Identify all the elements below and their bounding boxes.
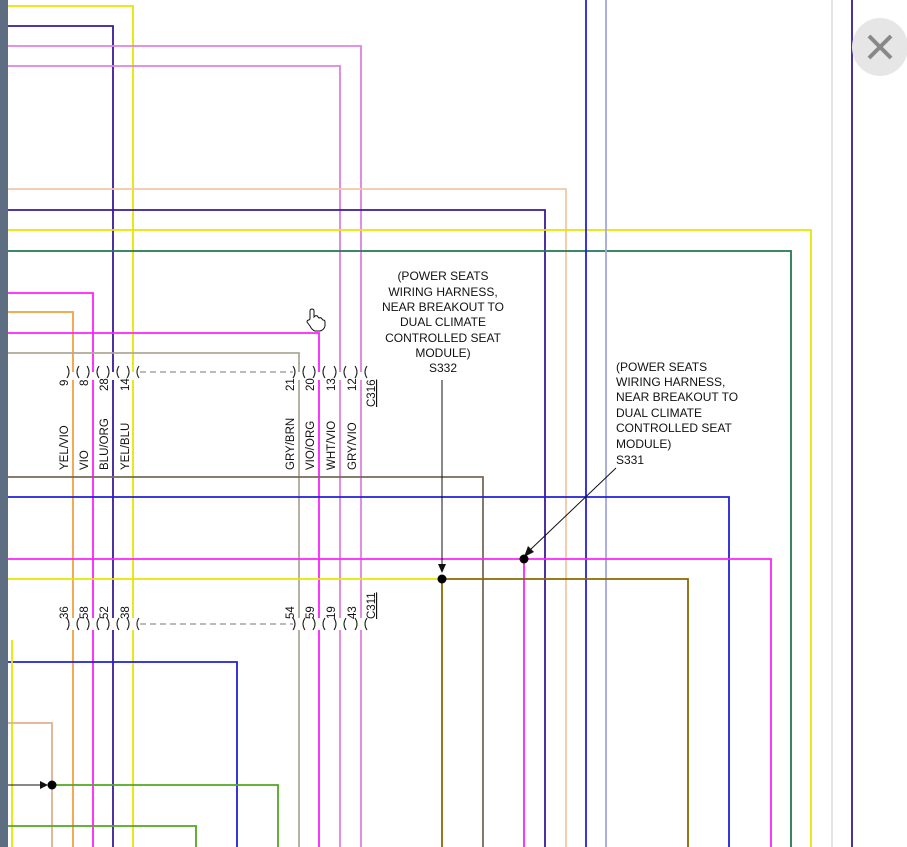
splice-lower-left[interactable] xyxy=(8,780,57,790)
wire-magenta-s331 xyxy=(8,558,772,847)
splice-note-s331-line3: NEAR BREAKOUT TO xyxy=(616,390,738,404)
splice-note-s332-line5: CONTROLLED SEAT xyxy=(385,331,501,345)
c311-cavity-5 xyxy=(312,617,326,631)
splice-note-s332-line6: MODULE) xyxy=(415,346,470,360)
wire-green-loop xyxy=(8,250,792,847)
pin-label-12: 12 xyxy=(347,378,359,391)
c316-cavity-4 xyxy=(292,365,306,379)
pin-label-13: 13 xyxy=(326,378,338,391)
pin-label-36: 36 xyxy=(59,606,71,619)
splice-note-s331-line4: DUAL CLIMATE xyxy=(616,406,702,420)
splice-note-s332-line3: NEAR BREAKOUT TO xyxy=(382,300,504,314)
wire-label-whtvio: WHT/VIO xyxy=(326,421,338,470)
splice-note-s332-line1: (POWER SEATS xyxy=(397,269,488,283)
splice-note-s332-line4: DUAL CLIMATE xyxy=(400,315,486,329)
pin-label-8: 8 xyxy=(79,380,91,386)
c316-cavity-1 xyxy=(86,365,100,379)
wire-graybrown xyxy=(8,352,300,372)
c311-cavity-2 xyxy=(106,617,120,631)
c311-cavity-3 xyxy=(126,617,140,631)
wire-yellow-loop xyxy=(8,229,812,847)
c316-cavity-3 xyxy=(126,365,140,379)
c316-cavity-5 xyxy=(312,365,326,379)
window-edge xyxy=(0,0,8,847)
pin-label-21: 21 xyxy=(285,378,297,391)
wire-blue-bottom xyxy=(8,661,238,847)
splice-arrow-s331 xyxy=(529,467,617,551)
wire-label-yelblu: YEL/BLU xyxy=(120,423,132,470)
splice-note-s332-line7: S332 xyxy=(429,361,457,375)
pin-label-9: 9 xyxy=(59,380,71,386)
pin-label-28: 28 xyxy=(99,378,111,391)
c311-cavity-1 xyxy=(86,617,100,631)
close-icon xyxy=(867,34,893,60)
splice-dot-s332 xyxy=(437,574,447,584)
connector-name-c316: C316 xyxy=(366,380,378,408)
wire-green-bottom xyxy=(52,784,279,847)
pin-label-59: 59 xyxy=(305,606,317,619)
pin-label-38: 38 xyxy=(120,606,132,619)
wire-pink-outer xyxy=(8,45,362,372)
pin-label-58: 58 xyxy=(79,606,91,619)
c311-cavity-0 xyxy=(66,617,80,631)
hand-cursor-icon xyxy=(306,308,326,332)
wire-label-grybrn: GRY/BRN xyxy=(285,418,297,470)
wire-magenta-vio xyxy=(8,292,94,372)
wire-label-vioorg: VIO/ORG xyxy=(305,421,317,470)
splice-s332[interactable]: (POWER SEATS WIRING HARNESS, NEAR BREAKO… xyxy=(382,269,504,584)
arrowhead xyxy=(40,781,48,789)
connector-name-c311: C311 xyxy=(366,592,378,619)
pin-label-54: 54 xyxy=(285,606,297,619)
wire-green2-bottom xyxy=(8,825,197,847)
c311-cavity-7 xyxy=(354,617,368,631)
c316-cavity-7 xyxy=(354,365,368,379)
wire-brown-loop xyxy=(8,476,484,847)
pin-label-14: 14 xyxy=(120,378,132,391)
wire-label-yelvio: YEL/VIO xyxy=(59,425,71,470)
wire-magenta-vioorg xyxy=(8,332,320,372)
pin-label-43: 43 xyxy=(347,606,359,619)
c311-cavity-6 xyxy=(333,617,347,631)
splice-note-s331-line6: MODULE) xyxy=(616,437,671,451)
splice-note-s331-line7: S331 xyxy=(616,453,644,467)
wire-label-bluorg: BLU/ORG xyxy=(99,418,111,470)
c316-cavity-6 xyxy=(333,365,347,379)
splice-note-s331-line5: CONTROLLED SEAT xyxy=(616,421,732,435)
splice-note-s331-line2: WIRING HARNESS, xyxy=(616,375,725,389)
arrowhead xyxy=(524,546,534,557)
wire-label-vio: VIO xyxy=(79,450,91,470)
connector-c311: 36 58 52 38 54 59 19 43 C311 xyxy=(59,592,378,631)
c316-cavity-0 xyxy=(66,365,80,379)
wire-olive-s332 xyxy=(442,578,689,847)
wire-pink-inner xyxy=(8,65,341,372)
wire-tan-loop xyxy=(8,188,567,847)
wire-orange-yelvio xyxy=(8,311,74,372)
splice-s331[interactable]: (POWER SEATS WIRING HARNESS, NEAR BREAKO… xyxy=(519,360,739,564)
connector-c316: 9 8 28 14 21 20 13 12 C316 YEL/VIO VIO B… xyxy=(59,365,378,470)
splice-dot-s331 xyxy=(519,554,529,564)
c311-cavity-4 xyxy=(292,617,306,631)
c316-cavity-2 xyxy=(106,365,120,379)
wire-label-gryvio: GRY/VIO xyxy=(347,422,359,470)
wire-blue-loop xyxy=(8,496,730,847)
arrowhead xyxy=(438,564,446,573)
wire-tan-bottom xyxy=(8,722,53,847)
pin-label-52: 52 xyxy=(99,606,111,619)
wire-yellow-top xyxy=(8,5,134,372)
splice-note-s331-line1: (POWER SEATS xyxy=(616,360,707,374)
splice-note-s332-line2: WIRING HARNESS, xyxy=(388,285,497,299)
close-button[interactable] xyxy=(852,18,907,76)
pin-label-19: 19 xyxy=(326,606,338,619)
splice-dot xyxy=(47,780,57,790)
pin-label-20: 20 xyxy=(305,378,317,391)
wire-violet-top xyxy=(8,25,114,372)
wire-violet-loop xyxy=(8,209,546,847)
